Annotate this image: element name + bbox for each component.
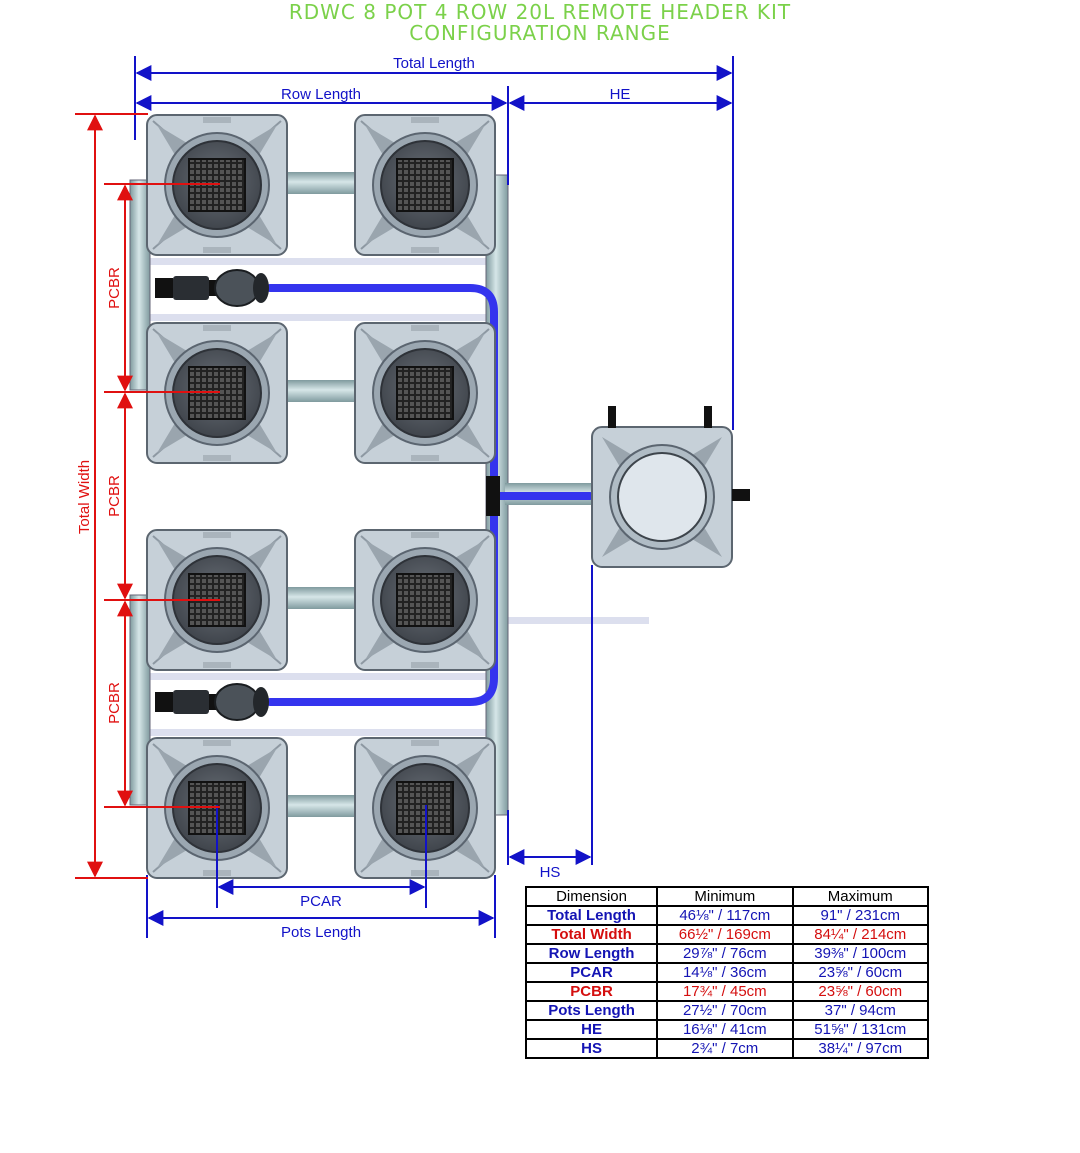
pump-top: [154, 269, 270, 307]
pcbr-label-1: PCBR: [106, 267, 123, 309]
title-line-2: CONFIGURATION RANGE: [409, 21, 671, 45]
maximum-cell: 23⅝" / 60cm: [791, 962, 930, 983]
pump-bottom: [154, 683, 270, 721]
hs-label: HS: [540, 864, 561, 881]
red-dimensions: [75, 113, 220, 879]
header-minimum: Minimum: [656, 886, 794, 907]
dimension-cell: HE: [524, 1019, 659, 1040]
table-row: Total Length 46⅛" / 117cm 91" / 231cm: [524, 905, 930, 926]
pot-6: [354, 529, 496, 671]
dimension-cell: Total Width: [524, 924, 659, 945]
total-width-label: Total Width: [76, 460, 93, 534]
blue-dimensions: [134, 56, 734, 938]
maximum-cell: 91" / 231cm: [791, 905, 930, 926]
table-row: Pots Length 27½" / 70cm 37" / 94cm: [524, 1000, 930, 1021]
table-row: Total Width 66½" / 169cm 84¼" / 214cm: [524, 924, 930, 945]
pcbr-label-2: PCBR: [106, 475, 123, 517]
pots-length-label: Pots Length: [281, 924, 361, 941]
header-maximum: Maximum: [791, 886, 930, 907]
header-fitting-2: [704, 406, 712, 428]
dimension-cell: HS: [524, 1038, 659, 1059]
dimension-cell: PCBR: [524, 981, 659, 1002]
pot-4: [354, 322, 496, 464]
pot-2: [354, 114, 496, 256]
maximum-cell: 38¼" / 97cm: [791, 1038, 930, 1059]
minimum-cell: 66½" / 169cm: [656, 924, 794, 945]
header-tank: [591, 426, 733, 568]
title-line-1: RDWC 8 POT 4 ROW 20L REMOTE HEADER KIT: [288, 0, 792, 24]
header-dimension: Dimension: [524, 886, 659, 907]
dimension-cell: Row Length: [524, 943, 659, 964]
header-junction: [486, 476, 500, 516]
header-fitting-1: [608, 406, 616, 428]
minimum-cell: 14⅛" / 36cm: [656, 962, 794, 983]
table-row: HS 2¾" / 7cm 38¼" / 97cm: [524, 1038, 930, 1059]
maximum-cell: 23⅝" / 60cm: [791, 981, 930, 1002]
row-length-label: Row Length: [281, 86, 361, 103]
diagram-title: RDWC 8 POT 4 ROW 20L REMOTE HEADER KIT C…: [0, 2, 1080, 44]
header-valve: [732, 489, 750, 501]
maximum-cell: 84¼" / 214cm: [791, 924, 930, 945]
grow-pots: [146, 114, 496, 879]
minimum-cell: 17¾" / 45cm: [656, 981, 794, 1002]
total-length-label: Total Length: [393, 55, 475, 72]
distribution-lines: [148, 258, 649, 736]
table-row: HE 16⅛" / 41cm 51⅝" / 131cm: [524, 1019, 930, 1040]
minimum-cell: 2¾" / 7cm: [656, 1038, 794, 1059]
minimum-cell: 16⅛" / 41cm: [656, 1019, 794, 1040]
maximum-cell: 37" / 94cm: [791, 1000, 930, 1021]
table-row: PCAR 14⅛" / 36cm 23⅝" / 60cm: [524, 962, 930, 983]
minimum-cell: 46⅛" / 117cm: [656, 905, 794, 926]
blue-hoses: [266, 284, 594, 706]
maximum-cell: 51⅝" / 131cm: [791, 1019, 930, 1040]
pcbr-label-3: PCBR: [106, 682, 123, 724]
pcar-label: PCAR: [300, 893, 342, 910]
he-label: HE: [610, 86, 631, 103]
minimum-cell: 27½" / 70cm: [656, 1000, 794, 1021]
table-header-row: Dimension Minimum Maximum: [524, 886, 930, 907]
dimension-table: Dimension Minimum Maximum Total Length 4…: [524, 886, 930, 1059]
table-row: PCBR 17¾" / 45cm 23⅝" / 60cm: [524, 981, 930, 1002]
dimension-cell: Pots Length: [524, 1000, 659, 1021]
table-row: Row Length 29⅞" / 76cm 39⅜" / 100cm: [524, 943, 930, 964]
dimension-cell: PCAR: [524, 962, 659, 983]
maximum-cell: 39⅜" / 100cm: [791, 943, 930, 964]
minimum-cell: 29⅞" / 76cm: [656, 943, 794, 964]
dimension-cell: Total Length: [524, 905, 659, 926]
